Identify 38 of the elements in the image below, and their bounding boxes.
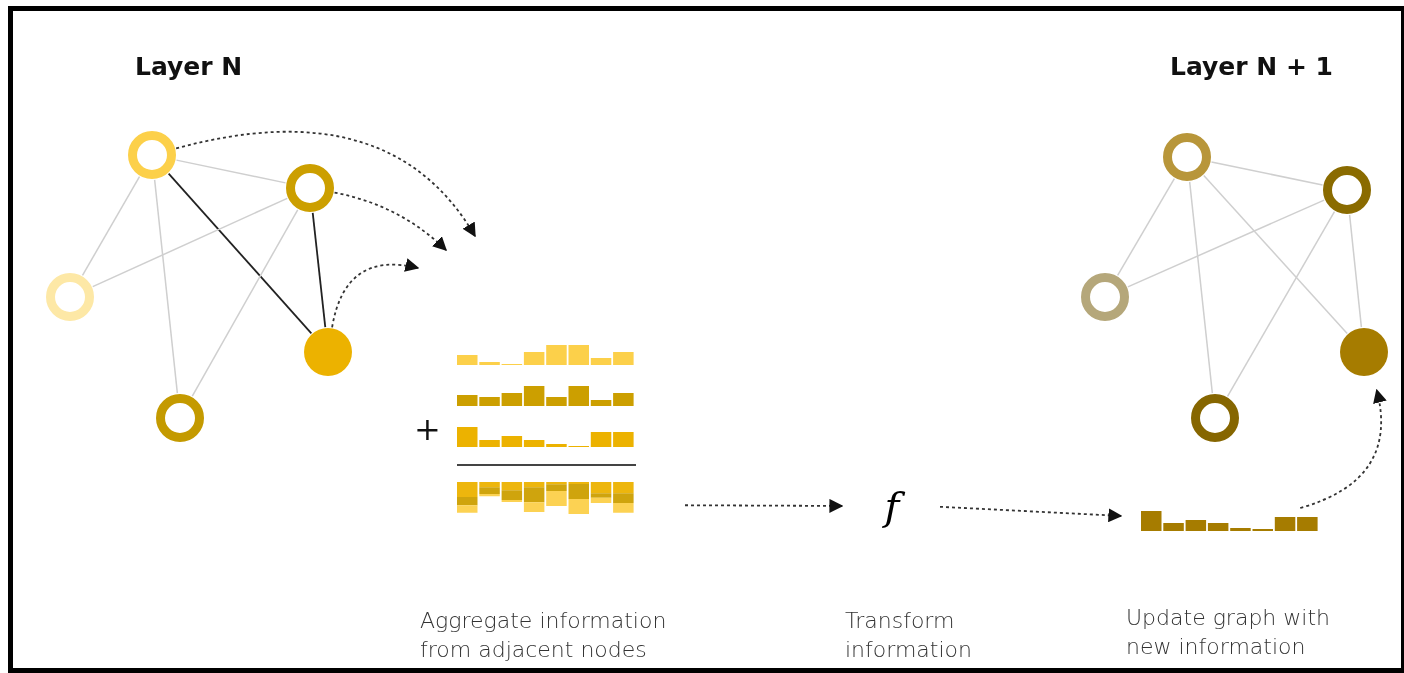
filled-node bbox=[304, 328, 352, 376]
ring-node bbox=[1191, 394, 1239, 442]
graph-edge bbox=[175, 159, 287, 184]
bar-vector bbox=[1141, 508, 1321, 531]
filled-node bbox=[1340, 328, 1388, 376]
dashed-arrow bbox=[175, 131, 476, 238]
graph-edge bbox=[153, 179, 179, 394]
step-caption: Update graph with new information bbox=[1126, 604, 1331, 661]
graph-edge bbox=[1116, 177, 1176, 277]
graph-edge bbox=[81, 175, 141, 277]
ring-node bbox=[128, 131, 176, 179]
layer-heading: Layer N bbox=[135, 52, 243, 81]
graph-edge bbox=[92, 197, 288, 288]
graph-edge bbox=[1127, 199, 1325, 288]
plus-sign: + bbox=[414, 410, 441, 448]
graph-edge bbox=[191, 209, 299, 397]
ring-node bbox=[156, 394, 204, 442]
function-symbol: f bbox=[872, 478, 912, 534]
step-caption: Transform information bbox=[845, 607, 973, 664]
ring-node bbox=[1323, 166, 1371, 214]
dashed-arrow bbox=[331, 258, 420, 329]
ring-node bbox=[1163, 133, 1211, 181]
graph-edge bbox=[1226, 210, 1336, 398]
graph-edge bbox=[167, 172, 313, 335]
graph-edge bbox=[1188, 181, 1214, 394]
ring-node bbox=[1081, 273, 1129, 321]
graph-edge bbox=[311, 211, 327, 329]
dashed-arrow bbox=[333, 191, 447, 251]
dashed-arrow bbox=[684, 498, 844, 513]
ring-node bbox=[46, 273, 94, 321]
dashed-arrow bbox=[939, 505, 1123, 523]
graph-edge bbox=[1348, 214, 1363, 328]
graph-edge bbox=[1203, 174, 1348, 335]
dashed-arrow bbox=[1299, 388, 1387, 509]
layer-heading: Layer N + 1 bbox=[1170, 52, 1333, 81]
step-caption: Aggregate information from adjacent nodes bbox=[420, 607, 668, 664]
graph-edge bbox=[1210, 161, 1324, 186]
ring-node bbox=[286, 164, 334, 212]
